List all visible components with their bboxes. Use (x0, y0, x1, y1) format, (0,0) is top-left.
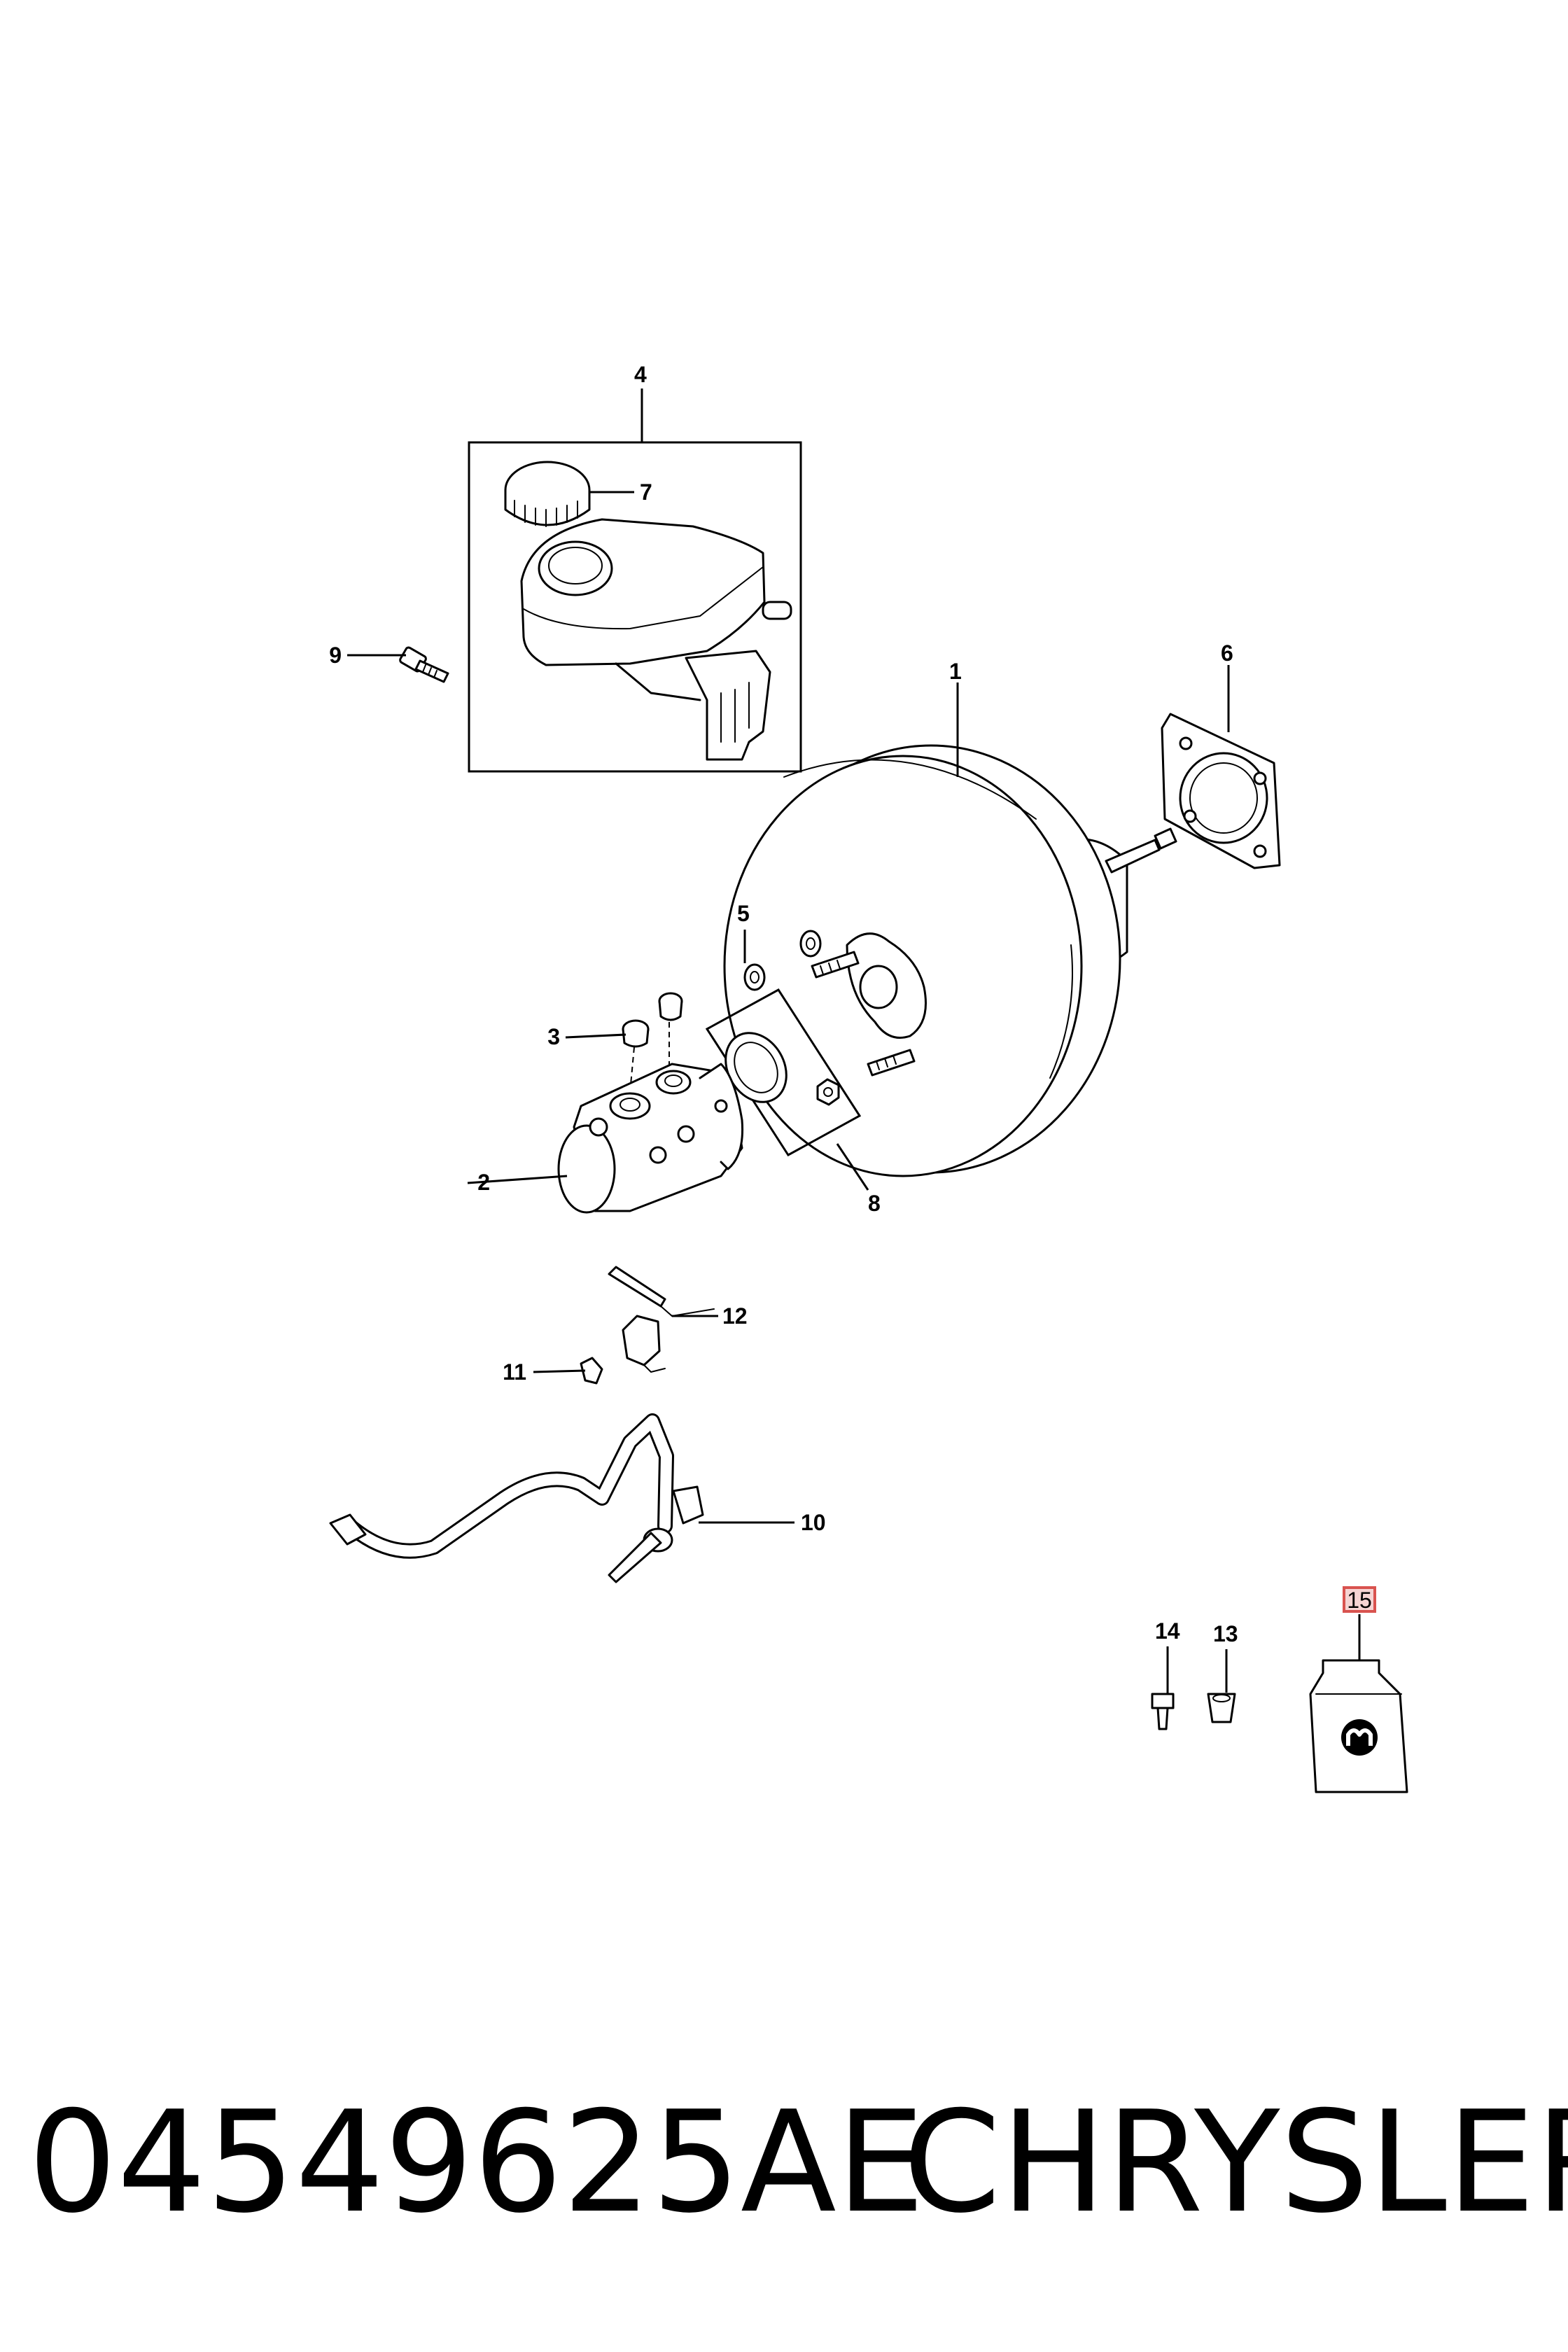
callout-1: 1 (949, 659, 962, 684)
brand-name: CHRYSLER (903, 2081, 1568, 2244)
callout-15: 15 (1347, 1588, 1372, 1613)
gasket-plate-6 (1161, 713, 1281, 869)
reservoir-filler-neck (538, 540, 613, 596)
leader-lines (347, 388, 1361, 1694)
callout-7: 7 (640, 479, 652, 505)
brake-fluid-bottle-15 (1309, 1659, 1408, 1793)
callout-8: 8 (868, 1191, 881, 1216)
master-cylinder-2 (557, 1063, 744, 1214)
callout-11: 11 (503, 1359, 526, 1385)
bracket-12 (608, 1266, 715, 1373)
reservoir-box-frame (468, 441, 802, 773)
callout-14: 14 (1155, 1618, 1180, 1644)
callout-6: 6 (1221, 640, 1233, 666)
master-cylinder-bore (557, 1124, 616, 1214)
fastener-13 (1207, 1693, 1236, 1723)
mopar-logo (1341, 1719, 1378, 1756)
reservoir-mount-bracket (685, 650, 771, 761)
callout-9: 9 (329, 643, 342, 668)
grommet-3 (622, 992, 683, 1093)
reservoir-assembly-group (468, 441, 802, 773)
part-caption: 04549625AE CHRYSLER (0, 2072, 1568, 2254)
callout-13: 13 (1213, 1621, 1238, 1646)
nut-5 (743, 930, 822, 991)
callout-3: 3 (547, 1024, 560, 1049)
vacuum-hose-10 (329, 1413, 704, 1583)
callout-15-highlight (1343, 1586, 1376, 1613)
exploded-parts-diagram: 1 2 3 4 5 6 7 8 9 10 11 12 13 14 15 (329, 362, 1408, 1793)
callout-4: 4 (634, 362, 647, 387)
callout-10: 10 (801, 1510, 826, 1535)
fastener-14 (1151, 1693, 1175, 1730)
callout-2: 2 (477, 1170, 490, 1195)
callout-12: 12 (722, 1303, 748, 1329)
bolt-9 (399, 646, 449, 683)
callout-5: 5 (737, 901, 750, 926)
clip-11 (580, 1357, 603, 1385)
part-number: 04549625AE (28, 2081, 925, 2244)
reservoir-outlet-pipe (762, 601, 792, 620)
brake-booster-1 (723, 744, 1177, 1177)
